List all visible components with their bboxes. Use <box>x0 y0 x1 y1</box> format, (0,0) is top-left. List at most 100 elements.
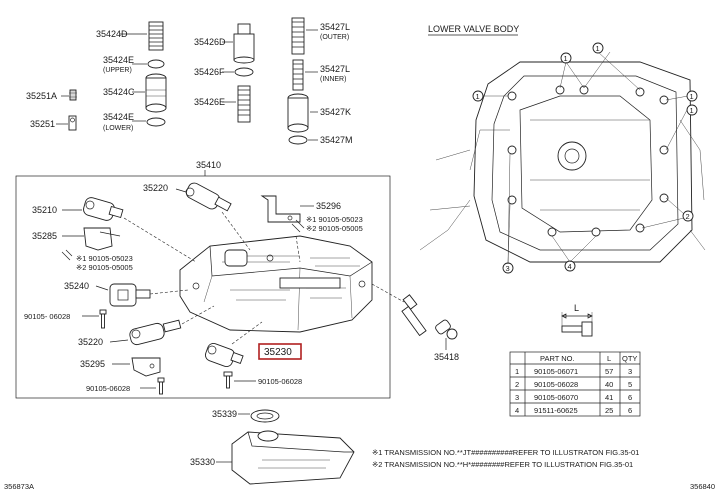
label-35426d[interactable]: 35426D <box>194 37 226 47</box>
callout-4-a[interactable]: 4 <box>551 235 576 272</box>
bolt-b-label[interactable]: ※2 90105-05005 <box>306 224 363 233</box>
label-35285[interactable]: 35285 <box>32 231 57 241</box>
plunger-35426d[interactable] <box>233 23 255 64</box>
label-35296[interactable]: 35296 <box>316 201 341 211</box>
callout-4-b[interactable] <box>569 235 597 263</box>
svg-text:4: 4 <box>515 406 519 415</box>
table-row[interactable]: 4 91511-60625 25 6 <box>515 406 632 415</box>
dimension-l-label: L <box>574 303 579 313</box>
sleeve-35424c[interactable] <box>145 73 167 113</box>
solenoid-35230[interactable] <box>204 342 244 368</box>
bolt-c-label[interactable]: ※1 90105-05023 <box>76 254 133 263</box>
seal-35427m[interactable] <box>288 135 308 145</box>
label-35424d[interactable]: 35424D <box>96 29 128 39</box>
label-35220-bottom[interactable]: 35220 <box>78 337 103 347</box>
label-35410[interactable]: 35410 <box>196 160 221 170</box>
seal-35426f[interactable] <box>234 67 254 77</box>
callout-1-c[interactable]: 1 <box>592 42 641 91</box>
label-35427l-outer[interactable]: 35427L <box>320 22 350 32</box>
callout-3-b[interactable] <box>507 153 511 265</box>
lower-valve-body-title: LOWER VALVE BODY <box>428 24 519 34</box>
table-row[interactable]: 1 90105-06071 57 3 <box>515 367 632 376</box>
label-35330[interactable]: 35330 <box>190 457 215 467</box>
spring-group-middle: 35426D 35426F 35426E <box>194 23 255 123</box>
solenoid-35240[interactable] <box>109 283 151 307</box>
svg-text:2: 2 <box>515 380 519 389</box>
label-35424e-lower[interactable]: 35424E <box>103 112 134 122</box>
label-35418[interactable]: 35418 <box>434 352 459 362</box>
label-35426f[interactable]: 35426F <box>194 67 225 77</box>
svg-text:90105-06071: 90105-06071 <box>534 367 578 376</box>
solenoid-35220-bottom[interactable] <box>129 319 182 346</box>
spring-35427l-inner[interactable] <box>292 59 304 91</box>
bolt-d-label[interactable]: ※2 90105-05005 <box>76 263 133 272</box>
label-90105-06028-c[interactable]: 90105-06028 <box>258 377 302 386</box>
label-35240[interactable]: 35240 <box>64 281 89 291</box>
plug-35251a[interactable] <box>69 89 77 101</box>
bracket-35295[interactable] <box>131 357 161 377</box>
svg-text:90105-06070: 90105-06070 <box>534 393 578 402</box>
spring-35427l-outer[interactable] <box>291 17 305 55</box>
label-upper: (UPPER) <box>103 67 132 74</box>
bolt-90105-06028-c[interactable] <box>223 371 233 389</box>
label-90105-06028-b[interactable]: 90105-06028 <box>86 384 130 393</box>
label-90105-06028-a[interactable]: 90105- 06028 <box>24 312 70 321</box>
plug-35251[interactable] <box>68 115 77 131</box>
label-35426e[interactable]: 35426E <box>194 97 225 107</box>
label-35210[interactable]: 35210 <box>32 205 57 215</box>
svg-text:1: 1 <box>596 44 600 53</box>
solenoid-35220-top[interactable] <box>184 181 232 212</box>
strainer-35330[interactable] <box>231 430 355 485</box>
callout-1-b[interactable] <box>565 61 585 89</box>
bolt-table: PART NO. L QTY 1 90105-06071 57 3 2 9010… <box>509 351 641 417</box>
svg-text:40: 40 <box>605 380 613 389</box>
spring-35426e[interactable] <box>237 85 251 123</box>
gasket-35339[interactable] <box>250 409 280 423</box>
bolt-35296[interactable] <box>291 219 305 233</box>
svg-text:5: 5 <box>628 380 632 389</box>
highlight-35230[interactable] <box>258 343 302 360</box>
note-2: ※2 TRANSMISSION NO.**H*########REFER TO … <box>372 460 633 469</box>
solenoid-35210[interactable] <box>82 196 124 222</box>
callout-2-b[interactable] <box>641 217 685 229</box>
bolt-90105-06028-a[interactable] <box>99 309 107 329</box>
label-inner: (INNER) <box>320 76 346 83</box>
callout-2-a[interactable]: 2 <box>665 197 694 222</box>
label-35220-top[interactable]: 35220 <box>143 183 168 193</box>
callout-1-d[interactable]: 1 <box>665 90 698 102</box>
label-35427l-inner[interactable]: 35427L <box>320 64 350 74</box>
sleeve-35427k[interactable] <box>287 93 309 133</box>
svg-text:3: 3 <box>506 264 510 273</box>
spring-35424d[interactable] <box>148 21 164 51</box>
label-35424c[interactable]: 35424C <box>103 87 135 97</box>
svg-text:1: 1 <box>564 54 568 63</box>
table-row[interactable]: 2 90105-06028 40 5 <box>515 380 632 389</box>
svg-text:90105-06028: 90105-06028 <box>534 380 578 389</box>
callout-1-f[interactable]: 1 <box>665 104 698 151</box>
callout-1-a[interactable]: 1 <box>559 52 572 89</box>
label-35230[interactable]: 35230 <box>264 347 292 358</box>
label-35251a[interactable]: 35251A <box>26 91 57 101</box>
bracket-35296[interactable] <box>260 195 301 223</box>
table-header-part-no: PART NO. <box>540 354 575 363</box>
seal-35424e-upper[interactable] <box>147 59 165 69</box>
table-row[interactable]: 3 90105-06070 41 6 <box>515 393 632 402</box>
callout-1-g[interactable] <box>583 51 611 89</box>
valve-body-35410[interactable] <box>179 235 373 333</box>
callout-1-e[interactable]: 1 <box>472 90 508 102</box>
bolt-35285[interactable] <box>61 249 73 261</box>
label-35251[interactable]: 35251 <box>30 119 55 129</box>
bolt-90105-06028-b[interactable] <box>157 377 165 395</box>
bolt-a-label[interactable]: ※1 90105-05023 <box>306 215 363 224</box>
label-35295[interactable]: 35295 <box>80 359 105 369</box>
bracket-35285[interactable] <box>83 227 121 251</box>
svg-text:1: 1 <box>515 367 519 376</box>
label-35424e-upper[interactable]: 35424E <box>103 55 134 65</box>
valve-35418[interactable] <box>401 294 458 340</box>
seal-35424e-lower[interactable] <box>146 117 166 127</box>
label-35427m[interactable]: 35427M <box>320 135 353 145</box>
label-35339[interactable]: 35339 <box>212 409 237 419</box>
label-35427k[interactable]: 35427K <box>320 107 351 117</box>
lower-valve-body-drawing[interactable] <box>419 61 706 263</box>
